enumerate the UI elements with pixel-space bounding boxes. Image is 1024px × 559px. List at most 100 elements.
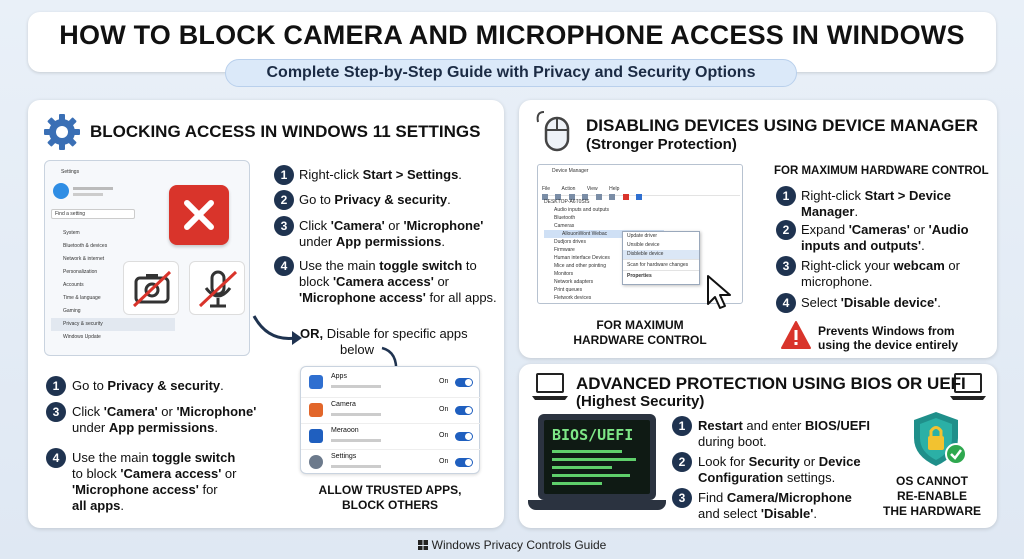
nav-item-windows-update[interactable]: Windows Update	[63, 334, 101, 340]
nav-item-personalization[interactable]: Personalization	[63, 269, 98, 275]
settings-window: Settings Find a setting System Bluetooth…	[44, 160, 250, 356]
page-subtitle: Complete Step-by-Step Guide with Privacy…	[225, 59, 797, 87]
win11-section-title: BLOCKING ACCESS IN WINDOWS 11 SETTINGS	[90, 122, 481, 141]
dm-menu-help[interactable]: Help	[609, 186, 620, 192]
nav-item-network[interactable]: Network & internet	[63, 256, 105, 262]
delete-icon[interactable]	[622, 194, 629, 200]
dm-tree-item[interactable]: Human interface Devices	[554, 255, 610, 261]
app-name: Meraoon	[331, 427, 359, 434]
settings-nav: System Bluetooth & devices Network & int…	[51, 227, 175, 344]
dm-tree-item[interactable]: Fletwork devices	[554, 295, 592, 301]
win11-alt-step-1: Go to Privacy & security.	[72, 378, 224, 393]
toolbar-icon[interactable]	[582, 194, 589, 200]
app-row: Settings On	[301, 449, 481, 473]
nav-item-system[interactable]: System	[63, 230, 80, 236]
page-title: HOW TO BLOCK CAMERA AND MICROPHONE ACCES…	[59, 20, 965, 50]
app-name: Camera	[331, 401, 356, 408]
dm-tree-item[interactable]: Dudjors drives	[554, 239, 586, 245]
toolbar-icon[interactable]	[555, 194, 562, 200]
app-toggle[interactable]	[455, 458, 473, 467]
step-number: 2	[274, 190, 294, 210]
warning-text: Prevents Windows from using the device e…	[818, 324, 959, 352]
dm-menu-view[interactable]: View	[586, 186, 598, 192]
dm-step-1: Right-click Start > Device Manager.	[801, 188, 951, 219]
dm-tree-item[interactable]: Bluetooth	[554, 215, 576, 221]
dm-step-3: Right-click your webcam or microphone.	[801, 258, 960, 289]
dm-tree-item-webcam[interactable]: AllouonWont Webac	[544, 230, 664, 238]
app-name-underline	[331, 439, 381, 442]
dm-step-4: Select 'Disable device'.	[801, 295, 941, 310]
footer: Windows Privacy Controls Guide	[0, 538, 1024, 552]
bios-code-line	[552, 482, 602, 485]
toolbar-icon[interactable]	[609, 194, 616, 200]
bios-section-title: ADVANCED PROTECTION USING BIOS OR UEFI	[576, 374, 966, 393]
app-name-underline	[331, 465, 381, 468]
step-number: 1	[274, 165, 294, 185]
app-toggle[interactable]	[455, 406, 473, 415]
dm-tree-item[interactable]: Audio inputs and outputs	[554, 207, 610, 213]
curved-arrow-icon	[252, 315, 302, 345]
step-number: 3	[776, 256, 796, 276]
dm-menu-action[interactable]: Action	[561, 186, 576, 192]
shield-lock-icon	[914, 412, 967, 466]
toolbar-icon[interactable]	[636, 194, 643, 200]
nav-item-bluetooth[interactable]: Bluetooth & devices	[63, 243, 108, 249]
dm-tree-item[interactable]: Firmware	[554, 247, 575, 253]
dm-toolbar	[542, 187, 740, 200]
laptop-icon	[532, 373, 568, 400]
avatar	[53, 183, 69, 199]
cursor-icon	[707, 275, 731, 309]
win11-step-2: Go to Privacy & security.	[299, 192, 451, 207]
bios-laptop-base	[528, 500, 666, 510]
toolbar-icon[interactable]	[542, 194, 548, 200]
dm-tree-item[interactable]: Mice and other pointing	[554, 263, 606, 269]
app-state: On	[439, 458, 449, 465]
bios-section-subtitle: (Highest Security)	[576, 393, 705, 410]
dm-context-menu: Update driver Unsible device Disbleble d…	[622, 231, 700, 285]
step-number: 1	[46, 376, 66, 396]
settings-app-icon	[309, 455, 323, 469]
mouse-icon	[536, 111, 570, 152]
context-item-update-driver[interactable]: Update driver	[627, 233, 658, 239]
profile-name-line	[73, 187, 113, 190]
dm-tree-item[interactable]: Cameras	[554, 223, 575, 229]
win11-step-4: Use the main toggle switch to block 'Cam…	[299, 258, 497, 305]
step-number: 3	[274, 216, 294, 236]
bios-laptop: BIOS/UEFI	[538, 414, 656, 500]
bios-step-2: Look for Security or Device Configuratio…	[698, 454, 861, 485]
context-item-scan-hardware[interactable]: Scan for hardware changes	[623, 259, 699, 270]
dm-tree-root[interactable]: DESKTOP-A6T0SIS	[544, 199, 590, 205]
dm-tree-item[interactable]: Monitors	[554, 271, 574, 277]
app-toggle[interactable]	[455, 378, 473, 387]
context-item-uninstall-device[interactable]: Unsible device	[627, 242, 660, 248]
app-row: Camera On	[301, 397, 481, 421]
or-note: OR, Disable for specific apps	[300, 326, 468, 341]
bios-code-line	[552, 466, 612, 469]
step-number: 1	[776, 186, 796, 206]
step-number: 4	[274, 256, 294, 276]
nav-item-gaming[interactable]: Gaming	[63, 308, 81, 314]
nav-item-privacy-security[interactable]: Privacy & security	[51, 318, 175, 331]
blocked-x-icon	[169, 185, 229, 245]
toolbar-icon[interactable]	[568, 194, 575, 200]
win11-step-3: Click 'Camera' or 'Microphone' under App…	[299, 218, 484, 249]
bios-step-3: Find Camera/Microphone and select 'Disab…	[698, 490, 852, 521]
dm-tree-item[interactable]: Network adapters	[554, 279, 594, 285]
settings-search-box[interactable]: Find a setting	[51, 209, 135, 219]
nav-item-time-language[interactable]: Time & language	[63, 295, 101, 301]
nav-item-accounts[interactable]: Accounts	[63, 282, 84, 288]
app-state: On	[439, 406, 449, 413]
device-manager-title: DISABLING DEVICES USING DEVICE MANAGER	[586, 116, 978, 135]
windows-logo-icon	[417, 540, 428, 550]
apps-icon	[309, 375, 323, 389]
toolbar-icon[interactable]	[595, 194, 602, 200]
context-item-properties[interactable]: Properties	[623, 270, 699, 281]
context-item-disable-device[interactable]: Disbleble device	[623, 250, 699, 259]
app-toggle[interactable]	[455, 432, 473, 441]
dm-tree-item[interactable]: Print queues	[554, 287, 583, 293]
win11-alt-step-4: Use the main toggle switch to block 'Cam…	[72, 450, 237, 513]
dm-tree: DESKTOP-A6T0SIS Audio inputs and outputs…	[544, 198, 664, 302]
dm-menu-file[interactable]: File	[542, 186, 551, 192]
app-row: Apps On	[301, 371, 481, 395]
dm-menu-bar: File Action View Help	[542, 177, 662, 192]
